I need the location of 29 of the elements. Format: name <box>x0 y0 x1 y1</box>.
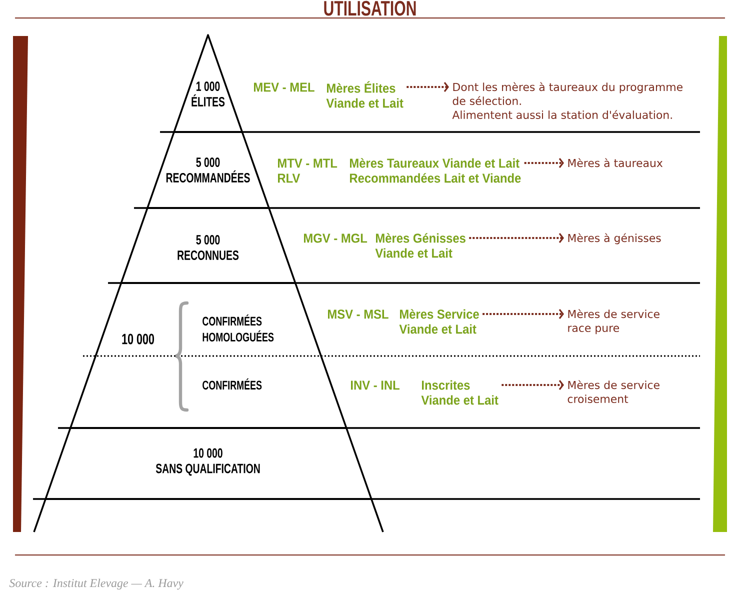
usage-text: Mères de service race pure <box>568 309 660 334</box>
arrow <box>406 82 449 92</box>
title: UTILISATION <box>324 0 416 16</box>
usage-text: Mères à taureaux <box>568 158 663 168</box>
category-text: Inscrites Viande et Lait <box>421 380 498 405</box>
tier-label: CONFIRMÉES <box>202 378 262 390</box>
side-bar <box>13 36 28 532</box>
usage-text: Dont les mères à taureaux du programme de sélection. Alimentent aussi la station d'évaluation. <box>452 82 682 119</box>
category-text: Mères Taureaux Viande et Lait Recommandées Lait et Viande <box>350 158 521 183</box>
arrow <box>469 233 564 243</box>
code-label: MSV - MSL <box>328 310 388 319</box>
category-text: Mères Service Viande et Lait <box>399 309 479 334</box>
pyramid-tier: 5 000 RECONNUES <box>120 207 296 284</box>
arrow <box>524 158 564 168</box>
tier-label: CONFIRMÉES HOMOLOGUÉES <box>202 314 274 342</box>
code-label: INV - INL <box>351 380 400 390</box>
pyramid-tier: 10 000 SANS QUALIFICATION <box>44 427 372 500</box>
arrow <box>502 380 564 390</box>
side-bar <box>713 36 727 532</box>
usage-text: Mères à génisses <box>568 233 661 244</box>
pyramid-tier: 5 000 RECOMMANDÉES <box>146 131 270 209</box>
code-label: MEV - MEL <box>254 82 314 92</box>
usage-text: Mères de service croisement <box>568 380 660 404</box>
caption: Source : Institut Elevage — A. Havy <box>9 578 184 590</box>
code-label: RLV <box>278 174 300 183</box>
arrow <box>482 309 564 319</box>
category-text: Mères Élites Viande et Lait <box>326 81 404 108</box>
pyramid-tier: 1 000 ÉLITES <box>173 34 244 133</box>
category-text: Mères Génisses Viande et Lait <box>375 233 466 258</box>
